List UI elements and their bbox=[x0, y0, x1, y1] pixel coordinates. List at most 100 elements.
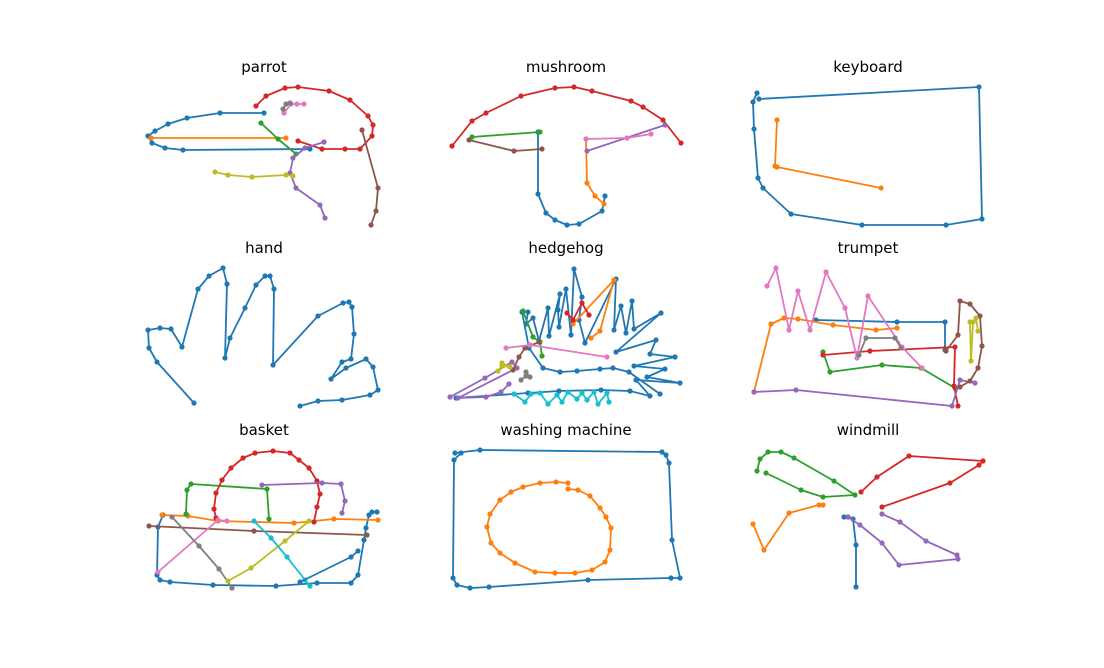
stroke-point bbox=[157, 325, 163, 331]
stroke-point bbox=[607, 547, 613, 553]
stroke-line bbox=[815, 319, 946, 351]
stroke-point bbox=[575, 487, 581, 493]
stroke-point bbox=[217, 110, 223, 116]
stroke-line bbox=[822, 351, 956, 389]
stroke-point bbox=[482, 375, 488, 381]
stroke-point bbox=[588, 335, 594, 341]
stroke-point bbox=[627, 388, 633, 394]
stroke-point bbox=[666, 460, 672, 466]
stroke-7 bbox=[856, 335, 904, 358]
stroke-point bbox=[972, 380, 978, 386]
stroke-point bbox=[296, 457, 302, 463]
stroke-point bbox=[778, 449, 784, 455]
stroke-point bbox=[523, 373, 529, 379]
stroke-point bbox=[867, 348, 873, 354]
stroke-point bbox=[557, 369, 563, 375]
stroke-point bbox=[363, 356, 369, 362]
stroke-point bbox=[677, 380, 683, 386]
stroke-point bbox=[827, 369, 833, 375]
stroke-point bbox=[574, 396, 580, 402]
stroke-point bbox=[179, 344, 185, 350]
stroke-1 bbox=[484, 479, 614, 576]
stroke-point bbox=[662, 122, 668, 128]
stroke-point bbox=[351, 331, 357, 337]
stroke-point bbox=[449, 143, 455, 149]
stroke-point bbox=[602, 559, 608, 565]
stroke-point bbox=[662, 366, 668, 372]
stroke-line bbox=[822, 346, 959, 407]
stroke-line bbox=[255, 86, 374, 150]
stroke-point bbox=[565, 480, 571, 486]
stroke-point bbox=[518, 93, 524, 99]
panel-title: hand bbox=[245, 239, 283, 257]
stroke-point bbox=[631, 363, 637, 369]
stroke-line bbox=[522, 310, 543, 357]
stroke-point bbox=[319, 480, 325, 486]
stroke-point bbox=[222, 355, 228, 361]
stroke-0 bbox=[145, 110, 313, 153]
stroke-9 bbox=[511, 389, 612, 407]
stroke-line bbox=[171, 516, 233, 589]
stroke-point bbox=[760, 185, 766, 191]
stroke-4 bbox=[259, 480, 348, 516]
stroke-6 bbox=[583, 131, 654, 142]
stroke-line bbox=[858, 337, 902, 356]
stroke-point bbox=[599, 208, 605, 214]
stroke-point bbox=[633, 377, 639, 383]
stroke-point bbox=[262, 273, 268, 279]
stroke-point bbox=[365, 113, 371, 119]
stroke-point bbox=[342, 498, 348, 504]
stroke-point bbox=[559, 399, 565, 405]
stroke-point bbox=[184, 115, 190, 121]
stroke-0 bbox=[750, 84, 985, 228]
stroke-point bbox=[454, 582, 460, 588]
stroke-point bbox=[853, 542, 859, 548]
stroke-point bbox=[483, 110, 489, 116]
stroke-point bbox=[791, 455, 797, 461]
stroke-point bbox=[450, 575, 456, 581]
stroke-point bbox=[169, 514, 175, 520]
stroke-point bbox=[564, 310, 570, 316]
stroke-point bbox=[497, 550, 503, 556]
stroke-point bbox=[373, 208, 379, 214]
stroke-point bbox=[579, 390, 585, 396]
stroke-8 bbox=[225, 518, 312, 584]
stroke-0 bbox=[145, 265, 381, 409]
stroke-0 bbox=[154, 509, 380, 589]
stroke-point bbox=[979, 216, 985, 222]
stroke-point bbox=[297, 579, 303, 585]
stroke-point bbox=[853, 584, 859, 590]
stroke-point bbox=[537, 390, 543, 396]
stroke-point bbox=[663, 452, 669, 458]
stroke-point bbox=[149, 140, 155, 146]
stroke-point bbox=[264, 486, 270, 492]
stroke-line bbox=[945, 300, 983, 388]
stroke-point bbox=[751, 126, 757, 132]
stroke-point bbox=[750, 99, 756, 105]
stroke-point bbox=[311, 519, 317, 525]
stroke-point bbox=[315, 313, 321, 319]
panel-hand: hand bbox=[145, 239, 381, 409]
stroke-line bbox=[585, 133, 652, 140]
stroke-point bbox=[878, 185, 884, 191]
stroke-point bbox=[898, 345, 904, 351]
stroke-point bbox=[644, 374, 650, 380]
stroke-point bbox=[572, 570, 578, 576]
stroke-point bbox=[879, 511, 885, 517]
stroke-point bbox=[539, 146, 545, 152]
stroke-line bbox=[283, 103, 305, 114]
stroke-3 bbox=[858, 453, 986, 510]
stroke-line bbox=[147, 112, 311, 151]
stroke-point bbox=[328, 376, 334, 382]
stroke-point bbox=[754, 468, 760, 474]
stroke-point bbox=[253, 282, 259, 288]
stroke-point bbox=[540, 365, 546, 371]
stroke-point bbox=[295, 138, 301, 144]
stroke-line bbox=[753, 379, 976, 407]
stroke-4 bbox=[751, 377, 978, 409]
stroke-point bbox=[290, 155, 296, 161]
stroke-point bbox=[592, 193, 598, 199]
stroke-point bbox=[348, 356, 354, 362]
stroke-6 bbox=[155, 517, 230, 575]
stroke-point bbox=[307, 583, 313, 589]
